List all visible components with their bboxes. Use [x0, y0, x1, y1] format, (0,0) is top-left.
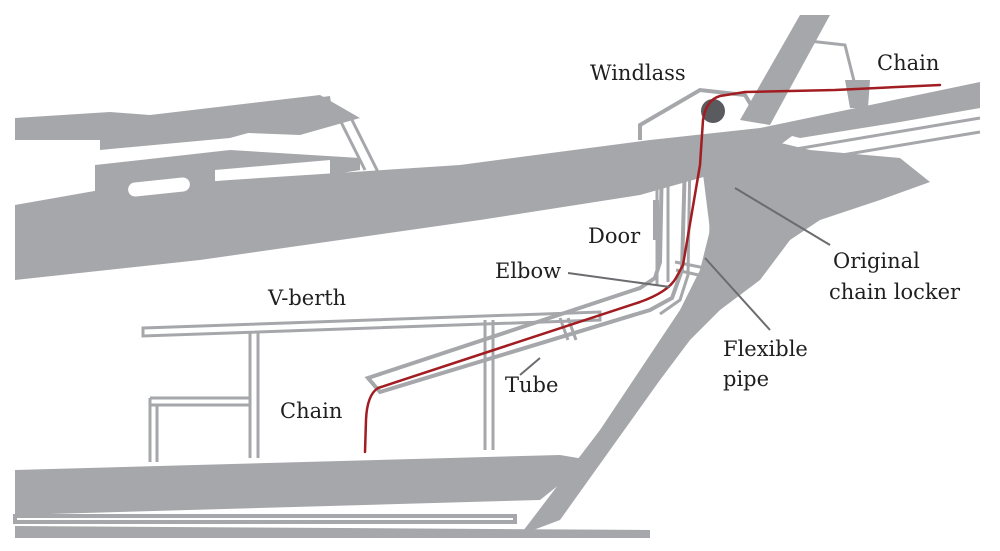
portlight [128, 177, 190, 197]
bowsprit-rail-2 [799, 130, 981, 164]
pipe-collar [682, 154, 720, 167]
leader-flexible-pipe [704, 257, 771, 331]
label-chain-top: Chain [877, 51, 939, 75]
bowsprit [760, 82, 980, 138]
chain-path [363, 83, 942, 454]
v-berth-shelf [141, 310, 602, 338]
bow-stem [520, 138, 930, 535]
v-berth-rail [148, 396, 250, 462]
flexible-pipe [659, 154, 714, 316]
bow-pulpit [740, 15, 830, 125]
stanchion-left [338, 119, 367, 171]
bowsprit-rail-1 [789, 116, 981, 152]
label-chain-bottom: Chain [280, 399, 342, 423]
label-tube: Tube [505, 373, 558, 397]
door-hinge [653, 200, 659, 240]
label-v-berth: V-berth [267, 286, 346, 310]
v-berth-post-2 [483, 320, 495, 450]
leader-elbow [567, 272, 671, 288]
hull-bottom [15, 455, 590, 515]
keel [15, 526, 650, 538]
deck-beam [15, 128, 800, 280]
label-windlass: Windlass [590, 61, 686, 85]
label-original-locker-2: chain locker [829, 280, 961, 304]
leader-tube [519, 357, 541, 376]
windlass-housing [638, 87, 762, 140]
chain-roller [845, 80, 870, 108]
pulpit-rail [799, 38, 857, 86]
keel-line [13, 514, 517, 524]
cabin-roof [100, 96, 332, 150]
v-berth-post-1 [248, 332, 260, 458]
leader-original-locker [734, 187, 831, 246]
label-door: Door [588, 224, 641, 248]
label-flexible-pipe-2: pipe [723, 367, 769, 391]
label-elbow: Elbow [495, 259, 561, 283]
stanchion-left-2 [350, 119, 380, 173]
label-original-locker-1: Original [833, 249, 920, 273]
label-flexible-pipe-1: Flexible [723, 337, 808, 361]
